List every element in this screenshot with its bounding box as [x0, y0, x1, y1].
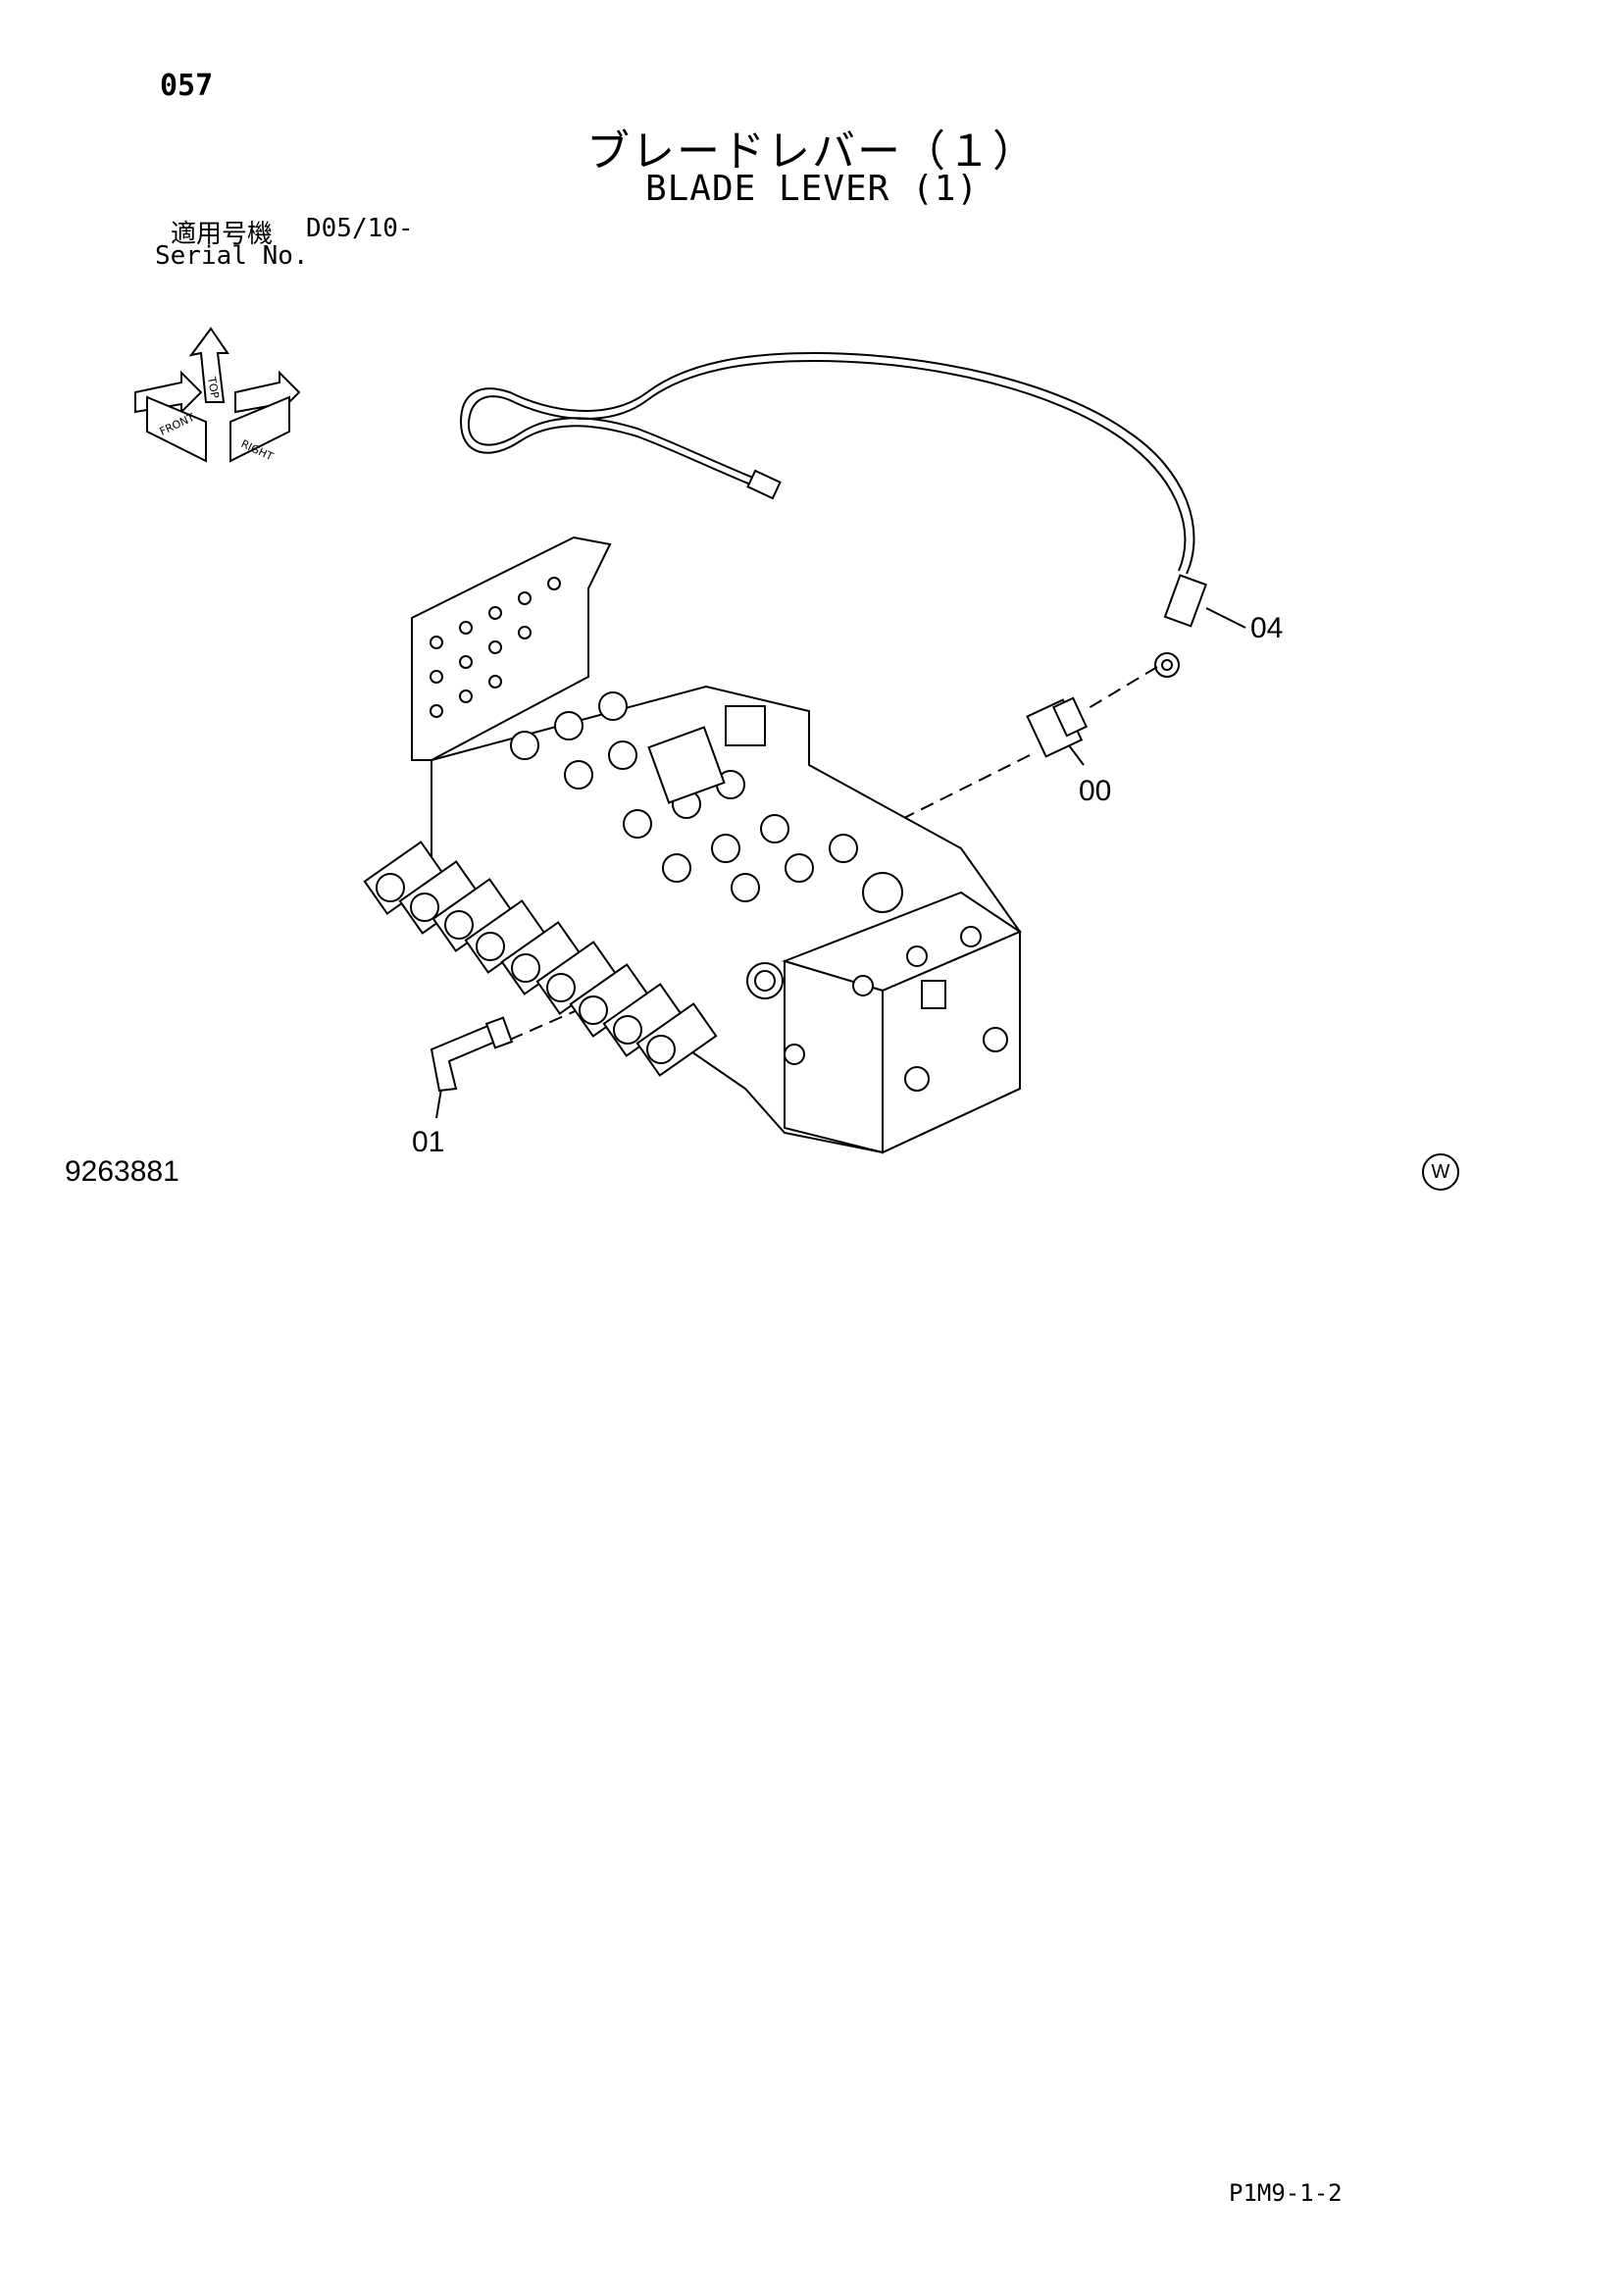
w-mark-icon: W	[1422, 1153, 1459, 1191]
page-code: P1M9-1-2	[1229, 2179, 1343, 2207]
direction-arrows-icon: FRONT TOP RIGHT	[134, 327, 301, 463]
callout-label-01: 01	[412, 1126, 445, 1158]
hose-assembly	[459, 351, 1195, 575]
serial-label-japanese: 適用号機	[171, 220, 274, 249]
serial-value: D05/10-	[306, 214, 414, 243]
orientation-label-top: TOP	[205, 375, 222, 399]
callout-label-00: 00	[1079, 775, 1112, 807]
spool-caps	[363, 841, 718, 1077]
control-valve-body	[431, 685, 1023, 1154]
elbow-fitting-01	[430, 1016, 514, 1093]
adapter-00	[1026, 696, 1089, 758]
callout-label-04: 04	[1250, 612, 1284, 644]
serial-label-english: Serial No.	[155, 241, 309, 271]
drawing-number: 9263881	[65, 1155, 179, 1188]
elbow-fitting-04	[1154, 574, 1207, 678]
mounting-bracket	[411, 536, 612, 761]
page-title-japanese: ブレードレバー（１）	[586, 127, 1038, 177]
page-number: 057	[160, 69, 214, 103]
page-title-english: BLADE LEVER (1)	[644, 169, 980, 209]
